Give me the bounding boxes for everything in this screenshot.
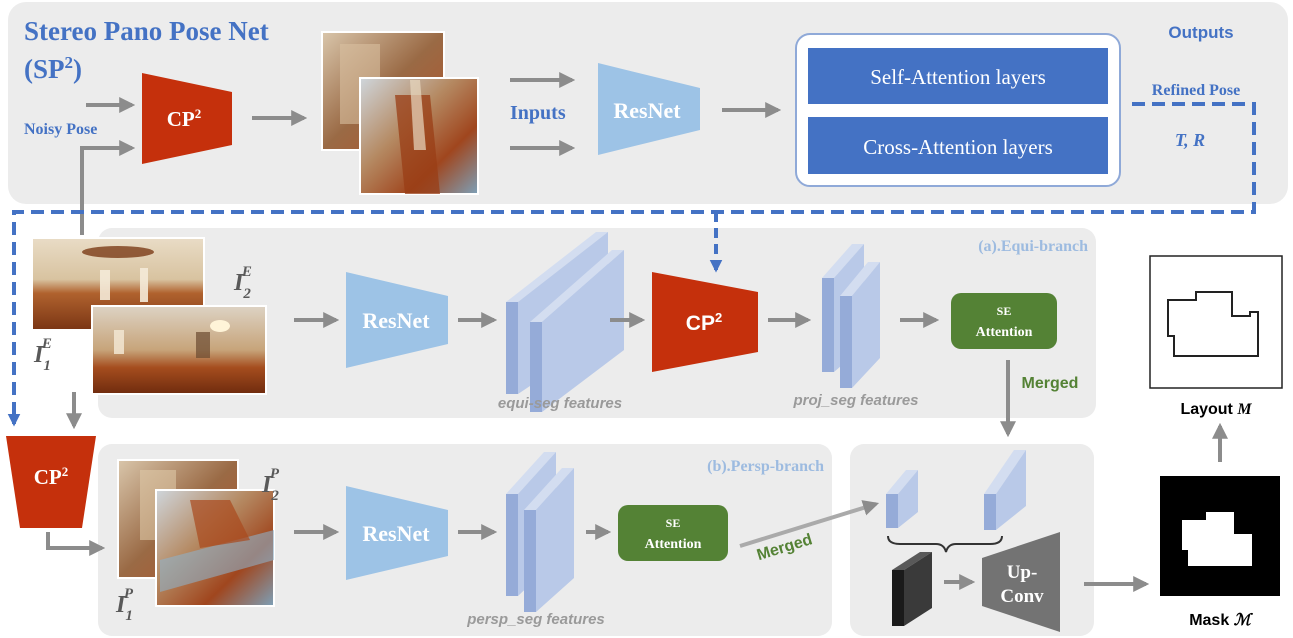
fused-black-block	[892, 552, 932, 626]
equi-cp2-label: CP2	[686, 310, 722, 335]
mask-shape	[1182, 512, 1252, 566]
persp-i2-label: I2P	[261, 466, 280, 504]
proj-seg-features-label: proj_seg features	[792, 392, 918, 409]
equi-branch-label: (a).Equi-branch	[978, 238, 1088, 255]
equi-se-attention-block	[951, 293, 1057, 349]
equi-resnet-label: ResNet	[362, 308, 430, 333]
persp-seg-features-label: persp_seg features	[466, 611, 605, 628]
refined-pose-label: Refined Pose	[1152, 82, 1240, 99]
persp-se-line1: SE	[666, 516, 681, 530]
bottom-cp2-block	[6, 436, 96, 528]
equi-se-line2: Attention	[976, 325, 1033, 340]
equi-cp2-block	[652, 272, 758, 372]
self-attention-label: Self-Attention layers	[870, 65, 1046, 89]
fusion-brace	[887, 535, 1003, 553]
title-line1: Stereo Pano Pose Net	[24, 16, 269, 46]
persp-panel	[98, 444, 832, 636]
upconv-block	[982, 532, 1060, 632]
proj-seg-feature-slabs	[822, 244, 880, 388]
persp-se-attention-block	[618, 505, 728, 561]
refined-pose-dashed-route	[7, 102, 1256, 427]
equi-resnet-block	[346, 272, 448, 368]
equi-seg-features-label: equi-seg features	[498, 395, 622, 412]
upconv-line2: Conv	[1000, 586, 1044, 607]
equi-merged-label: Merged	[1022, 375, 1079, 392]
persp-resnet-block	[346, 486, 448, 580]
layout-image	[1149, 255, 1283, 389]
persp-resnet-label: ResNet	[362, 521, 430, 546]
persp-se-to-fusion-arrow	[739, 500, 880, 548]
cross-attention-block[interactable]	[808, 117, 1108, 174]
tr-label: T, R	[1175, 130, 1205, 150]
noisy-pose-label: Noisy Pose	[24, 121, 97, 138]
self-attention-block[interactable]	[808, 48, 1108, 104]
inputs-label: Inputs	[510, 102, 566, 124]
top-resnet-label: ResNet	[613, 98, 681, 123]
upconv-line1: Up-	[1007, 562, 1038, 583]
equi-to-cp2-arrow	[80, 140, 136, 235]
equi-se-line1: SE	[997, 304, 1012, 318]
mask-label: Mask ℳ	[1189, 612, 1253, 629]
persp-se-line2: Attention	[645, 537, 702, 552]
top-persp-images	[321, 31, 479, 195]
layout-outline	[1167, 291, 1259, 357]
top-cp2-block	[142, 73, 232, 164]
layout-label: Layout M	[1180, 401, 1252, 418]
top-resnet-block	[598, 63, 700, 155]
outputs-label: Outputs	[1168, 23, 1233, 42]
title-line2: (SP2)	[24, 53, 82, 84]
persp-images	[117, 459, 275, 607]
bottom-cp2-to-persp-arrow	[46, 532, 106, 556]
cross-attention-label: Cross-Attention layers	[863, 135, 1053, 159]
equi-i2-label: I2E	[233, 264, 252, 302]
persp-seg-feature-slabs	[506, 452, 574, 612]
bottom-cp2-label: CP2	[34, 464, 69, 489]
equi-i1-label: I1E	[33, 336, 52, 374]
persp-i1-label: I1P	[115, 586, 134, 624]
persp-branch-label: (b).Persp-branch	[707, 458, 824, 475]
top-cp2-label: CP2	[167, 106, 202, 131]
equi-seg-feature-slabs	[506, 232, 624, 412]
equi-panorama-images	[31, 237, 267, 395]
fusion-feature-slabs	[886, 450, 1026, 530]
